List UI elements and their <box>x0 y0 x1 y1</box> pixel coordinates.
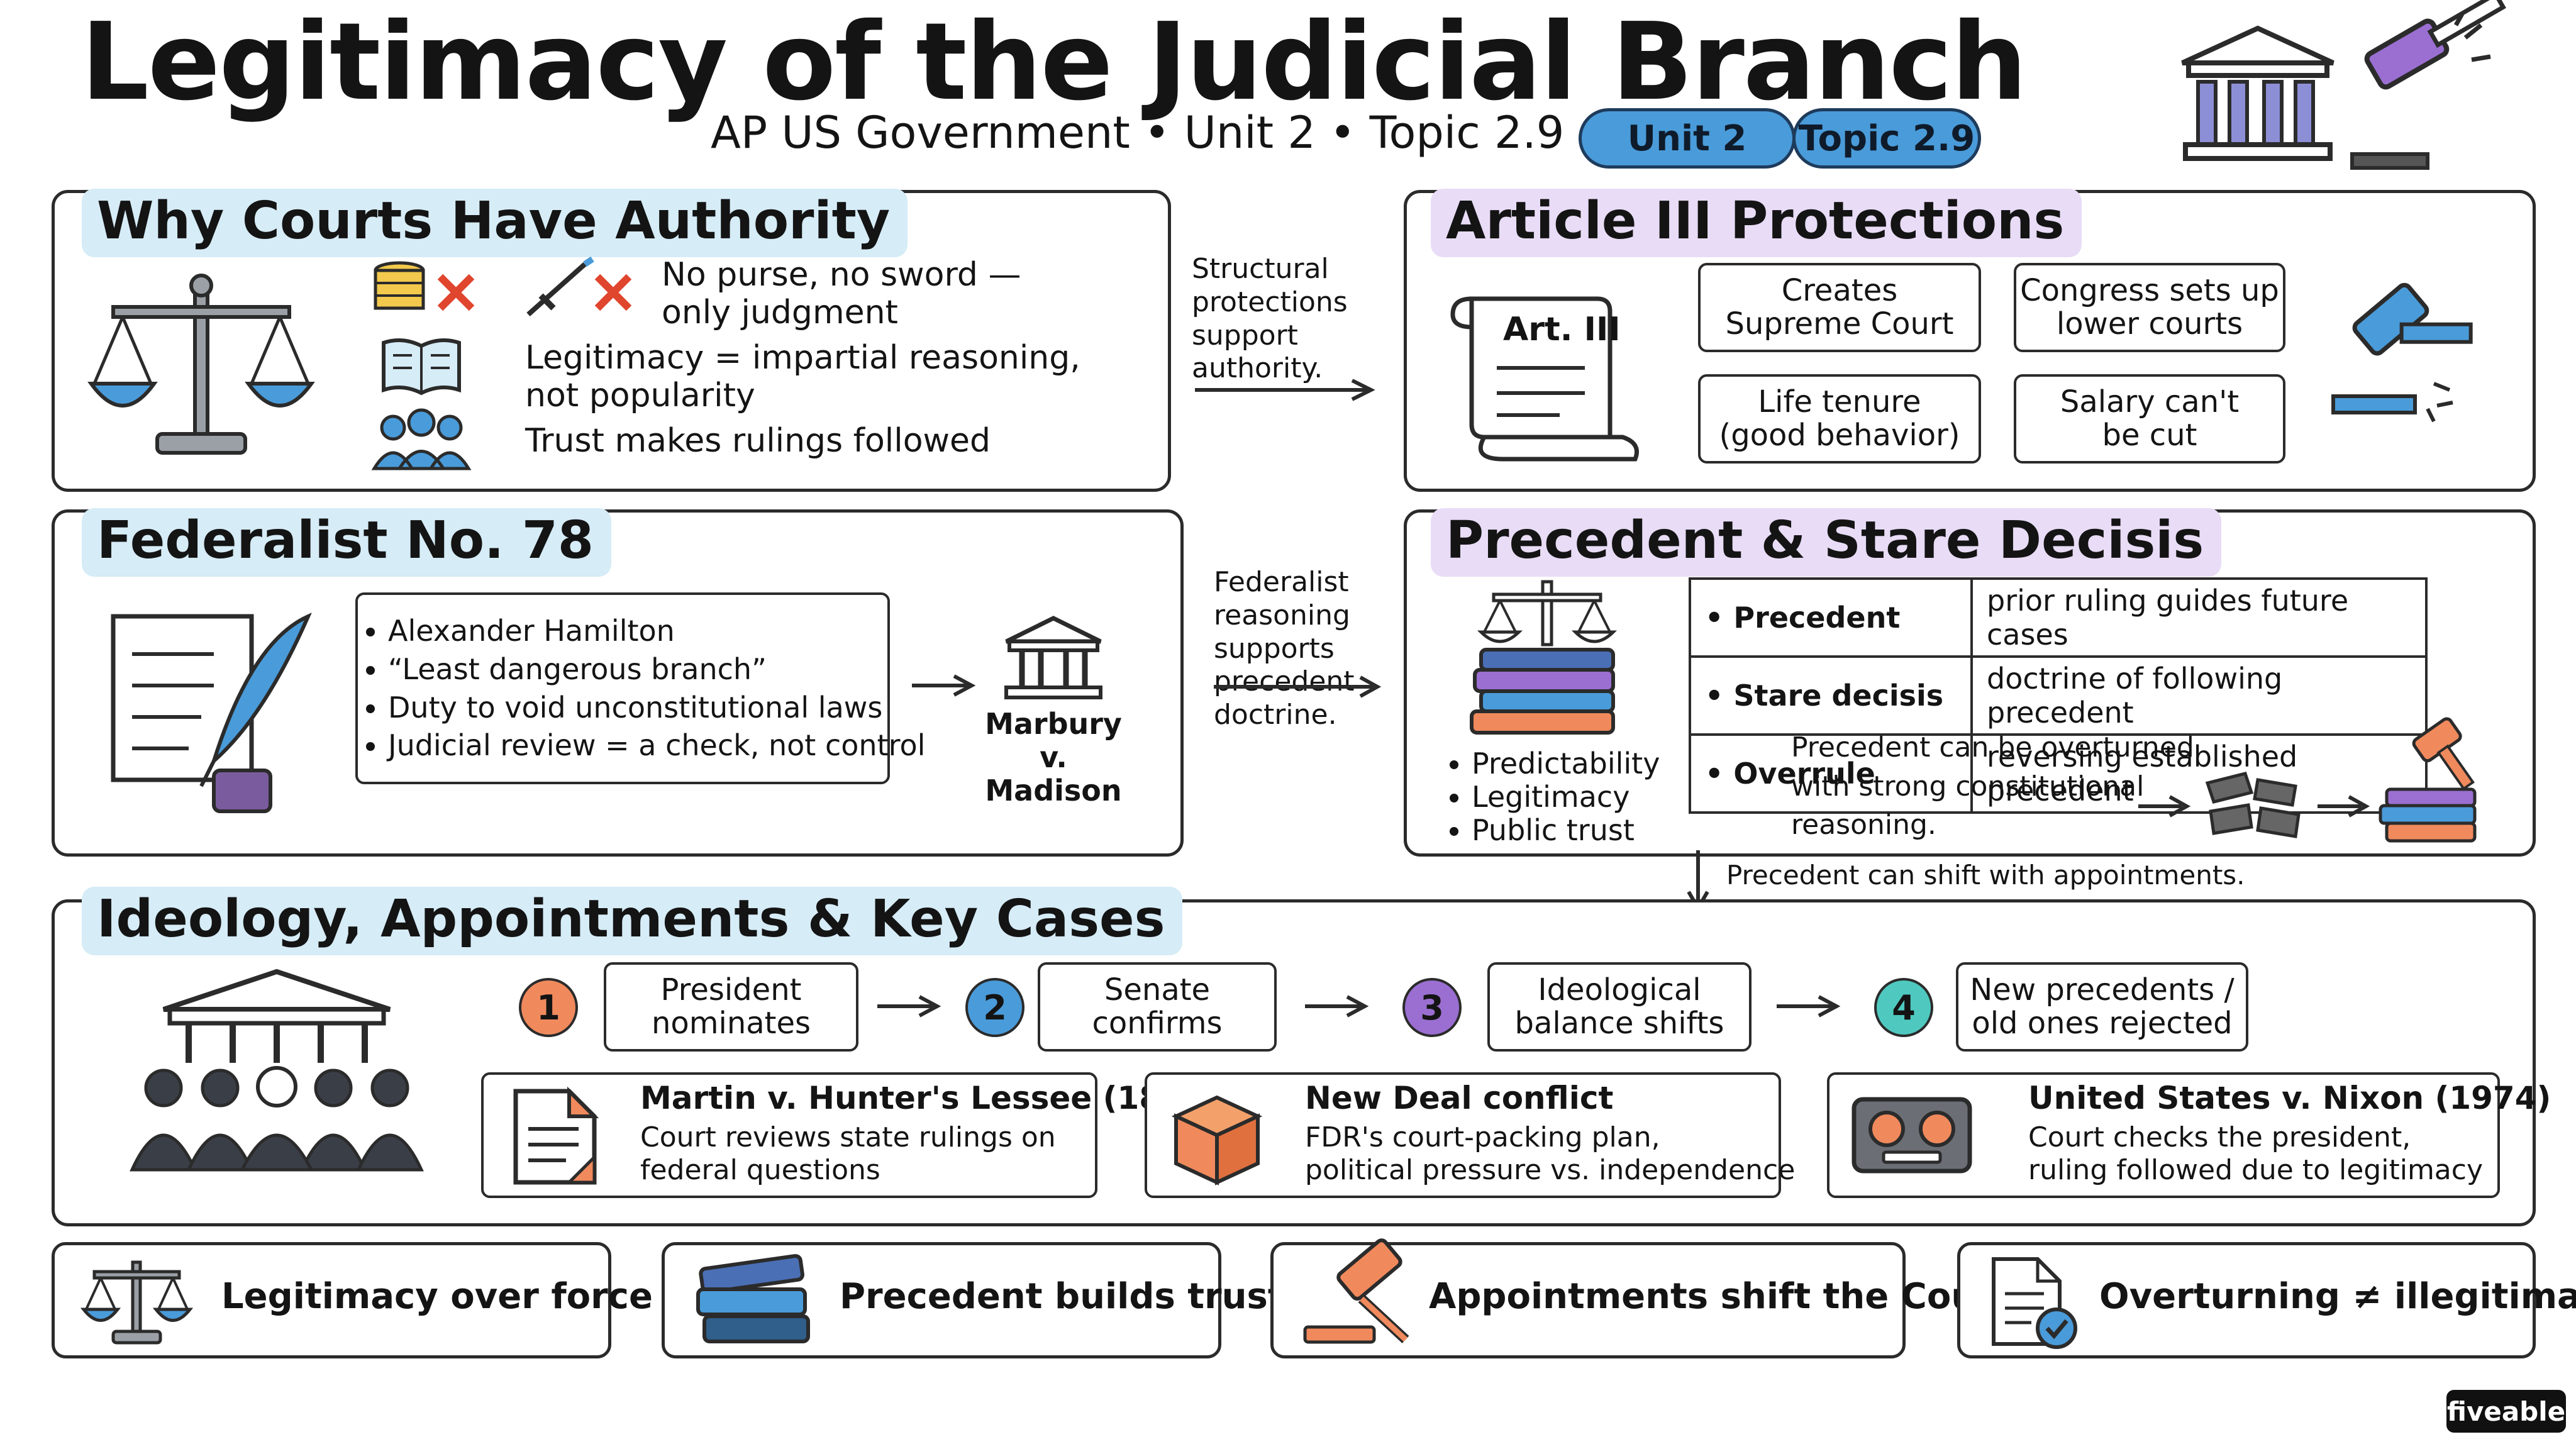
courthouse-gavel-icon <box>2181 0 2506 170</box>
tape-recorder-icon <box>1852 1097 1972 1174</box>
fed78-bullet: Alexander Hamilton <box>388 615 925 647</box>
sword-no-icon <box>526 256 632 316</box>
article3-box-lower-courts: Congress sets up lower courts <box>2014 263 2285 352</box>
table-def: reversing established precedent <box>1970 733 2428 814</box>
table-term: • Precedent <box>1689 577 1973 658</box>
table-row: • Overrule reversing established precede… <box>1689 733 2428 814</box>
scales-icon <box>80 1260 194 1345</box>
step-box: Senate confirms <box>1038 962 1277 1052</box>
scales-books-icon <box>1470 580 1618 735</box>
connector-federalist: Federalist reasoning supports precedent … <box>1214 566 1355 731</box>
courthouse-icon <box>1004 616 1102 699</box>
table-def: prior ruling guides future cases <box>1970 577 2428 658</box>
benefit-item: Public trust <box>1472 813 1660 847</box>
article3-title: Article III Protections <box>1431 189 2082 257</box>
box-package-icon <box>1171 1095 1263 1185</box>
arrow-right-icon <box>1214 675 1382 698</box>
fed78-title: Federalist No. 78 <box>82 508 611 577</box>
article3-box-life-tenure: Life tenure (good behavior) <box>1698 374 1981 464</box>
fed78-bullet: Judicial review = a check, not control <box>388 730 925 762</box>
unit-badge: Unit 2 <box>1579 108 1796 169</box>
case-desc: FDR's court-packing plan, political pres… <box>1305 1121 1796 1186</box>
takeaway-label: Appointments shift the Court <box>1429 1276 2011 1317</box>
article3-box-supreme-court: Creates Supreme Court <box>1698 263 1981 352</box>
takeaway-label: Precedent builds trust <box>840 1276 1285 1317</box>
ideology-title: Ideology, Appointments & Key Cases <box>82 887 1183 955</box>
scroll-document-icon <box>1450 296 1639 462</box>
fed78-bullets-box: Alexander Hamilton “Least dangerous bran… <box>355 592 925 784</box>
table-row: • Stare decisis doctrine of following pr… <box>1689 655 2428 736</box>
case-desc: Court reviews state rulings on federal q… <box>640 1121 1056 1186</box>
step-box: Ideological balance shifts <box>1487 962 1752 1052</box>
precedent-title: Precedent & Stare Decisis <box>1431 508 2222 577</box>
case-title: Martin v. Hunter's Lessee (1816) <box>640 1080 1219 1116</box>
arrow-right-icon <box>1195 379 1375 401</box>
step-number: 1 <box>519 978 578 1037</box>
table-term: • Overrule <box>1689 733 1973 814</box>
connector-structural: Structural protections support authority… <box>1192 253 1348 385</box>
table-row: • Precedent prior ruling guides future c… <box>1689 577 2428 658</box>
benefit-item: Legitimacy <box>1472 780 1660 814</box>
books-gavel-icon <box>2379 717 2477 843</box>
article3-doc-label: Art. III <box>1503 311 1621 348</box>
open-book-icon <box>382 338 461 396</box>
arrow-right-icon <box>1777 995 1841 1018</box>
takeaway-label: Legitimacy over force <box>221 1276 653 1317</box>
arrow-right-icon <box>1305 995 1369 1018</box>
step-box: New precedents / old ones rejected <box>1956 962 2248 1052</box>
gavel-icon <box>1303 1238 1409 1344</box>
precedent-overturn-note: Precedent can be overturned with strong … <box>1791 731 2194 841</box>
arrow-right-icon <box>877 995 941 1018</box>
article3-box-salary: Salary can't be cut <box>2014 374 2285 464</box>
topic-badge: Topic 2.9 <box>1792 108 1981 169</box>
coins-no-icon <box>374 261 475 311</box>
step-number: 2 <box>965 978 1024 1037</box>
broken-books-icon <box>2205 772 2301 838</box>
case-title: United States v. Nixon (1974) <box>2028 1080 2551 1116</box>
step-number: 4 <box>1874 978 1933 1037</box>
takeaway-label: Overturning ≠ illegitimate <box>2099 1276 2576 1317</box>
quill-paper-icon <box>111 613 312 813</box>
authority-item-2: Legitimacy = impartial reasoning, not po… <box>525 339 1080 414</box>
case-desc: Court checks the president, ruling follo… <box>2028 1121 2483 1186</box>
page-title: Legitimacy of the Judicial Branch <box>80 0 2028 125</box>
document-icon <box>513 1086 599 1185</box>
fed78-result-marbury: Marbury v. Madison <box>985 707 1122 808</box>
arrow-right-icon <box>912 674 976 697</box>
authority-item-3: Trust makes rulings followed <box>525 422 991 460</box>
people-icon <box>371 408 472 470</box>
arrow-right-icon <box>2138 795 2191 818</box>
fed78-bullet: Duty to void unconstitutional laws <box>388 691 925 724</box>
gavel-icon <box>2331 282 2473 423</box>
fed78-bullet: “Least dangerous branch” <box>388 653 925 686</box>
precedent-terms-table: • Precedent prior ruling guides future c… <box>1689 577 2428 814</box>
precedent-benefits: Predictability Legitimacy Public trust <box>1446 747 1660 847</box>
step-number: 3 <box>1402 978 1462 1037</box>
justices-icon <box>130 969 424 1172</box>
case-title: New Deal conflict <box>1305 1080 1614 1116</box>
step-box: President nominates <box>604 962 858 1052</box>
books-icon <box>696 1254 810 1343</box>
authority-title: Why Courts Have Authority <box>82 189 908 257</box>
table-def: doctrine of following precedent <box>1970 655 2428 736</box>
document-check-icon <box>1992 1257 2077 1349</box>
connector-appointments: Precedent can shift with appointments. <box>1726 860 2245 891</box>
benefit-item: Predictability <box>1472 747 1660 780</box>
table-term: • Stare decisis <box>1689 655 1973 736</box>
arrow-right-icon <box>2318 795 2370 818</box>
authority-item-1: No purse, no sword — only judgment <box>662 256 1021 331</box>
brand-logo: fiveable <box>2446 1390 2566 1433</box>
page-subtitle: AP US Government • Unit 2 • Topic 2.9 <box>711 107 1565 158</box>
scales-icon <box>87 274 315 455</box>
